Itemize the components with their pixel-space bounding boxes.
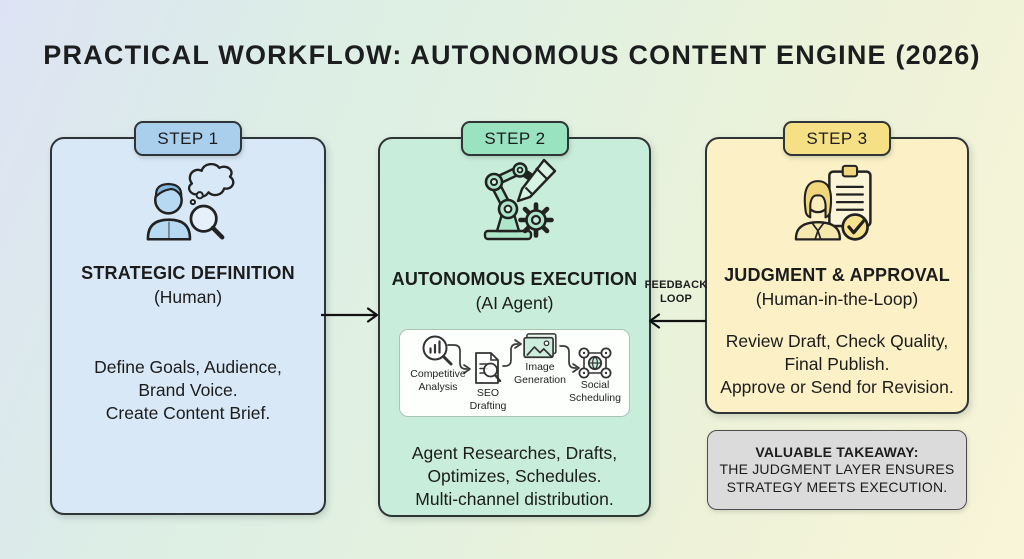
step1-heading: STRATEGIC DEFINITION (81, 263, 295, 283)
step1-description-line: Brand Voice. (138, 380, 238, 400)
step3-heading: JUDGMENT & APPROVAL (724, 265, 950, 285)
step2-card: AUTONOMOUS EXECUTION (AI Agent) Competit… (378, 137, 651, 517)
image-generation-icon (523, 333, 557, 359)
arrow-step1-to-step2 (321, 307, 379, 323)
step3-description-line: Approve or Send for Revision. (720, 377, 954, 397)
step3-description: Review Draft, Check Quality, Final Publi… (720, 330, 953, 399)
step2-description-line: Multi-channel distribution. (415, 489, 614, 509)
step1-description-line: Create Content Brief. (105, 403, 271, 423)
step1-description: Define Goals, Audience, Brand Voice. Cre… (94, 356, 282, 425)
step2-subheading: (AI Agent) (475, 293, 554, 313)
pipeline-item-social-scheduling: Social Scheduling (568, 347, 622, 404)
agent-pipeline-box: Competitive Analysis SEO Drafting (399, 329, 630, 417)
feedback-arrow-step3-to-step2 (648, 313, 706, 329)
step2-description: Agent Researches, Drafts, Optimizes, Sch… (412, 442, 617, 511)
step2-heading: AUTONOMOUS EXECUTION (391, 269, 638, 289)
feedback-loop-label: FEEDBACK LOOP (644, 279, 708, 305)
pipeline-item-image-generation: Image Generation (512, 333, 568, 386)
step3-description-line: Review Draft, Check Quality, (725, 331, 949, 351)
step3-description-line: Final Publish. (784, 354, 890, 374)
robot-arm-icon (483, 158, 556, 241)
takeaway-line: STRATEGY MEETS EXECUTION. (726, 479, 948, 495)
step3-subheading: (Human-in-the-Loop) (755, 289, 919, 309)
step2-tab: STEP 2 (461, 121, 569, 156)
step1-description-line: Define Goals, Audience, (94, 357, 282, 377)
page-title: PRACTICAL WORKFLOW: AUTONOMOUS CONTENT E… (43, 40, 981, 70)
step2-description-line: Optimizes, Schedules. (427, 466, 602, 486)
pipeline-connector-arrows (447, 339, 580, 374)
step2-description-line: Agent Researches, Drafts, (411, 443, 618, 463)
pipeline-item-competitive-analysis: Competitive Analysis (406, 334, 470, 393)
takeaway-box: VALUABLE TAKEAWAY: THE JUDGMENT LAYER EN… (707, 430, 967, 510)
step3-card: JUDGMENT & APPROVAL (Human-in-the-Loop) … (705, 137, 969, 414)
pipeline-item-seo-drafting: SEO Drafting (462, 351, 514, 412)
social-scheduling-icon (578, 347, 612, 379)
human-strategy-icon (146, 163, 235, 241)
seo-drafting-icon (475, 352, 502, 384)
step1-tab: STEP 1 (134, 121, 242, 156)
judgment-approval-icon (794, 164, 872, 241)
competitive-analysis-icon (422, 335, 453, 366)
step1-subheading: (Human) (153, 287, 223, 307)
takeaway-line: THE JUDGMENT LAYER ENSURES (719, 461, 955, 477)
step1-card: STRATEGIC DEFINITION (Human) Define Goal… (50, 137, 326, 515)
step3-tab: STEP 3 (783, 121, 891, 156)
takeaway-heading: VALUABLE TAKEAWAY: (755, 444, 919, 460)
